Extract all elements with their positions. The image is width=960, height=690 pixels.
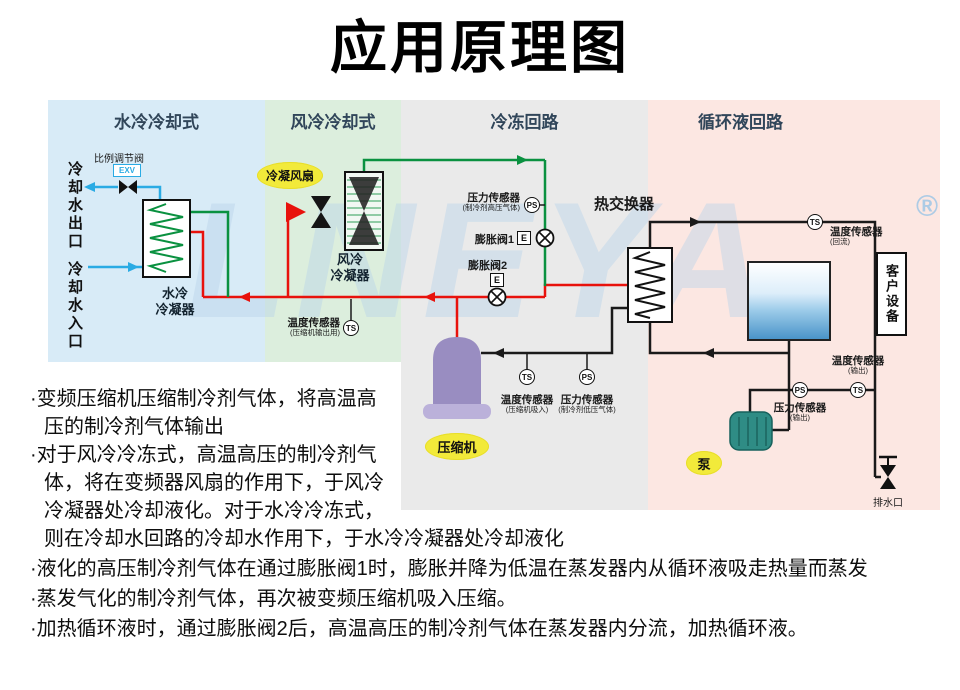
heat-exchanger-icon	[627, 247, 673, 323]
return-temp-sensor-label: 温度传感器 (回流)	[830, 226, 883, 247]
outlet-pressure-sensor-label: 压力传感器 (输出)	[773, 402, 827, 423]
high-pressure-sensor-badge: PS	[524, 197, 540, 213]
outlet-temp-sensor-label: 温度传感器 (输出)	[831, 355, 885, 376]
outlet-temp-sensor-badge: TS	[850, 382, 866, 398]
note-line: 则在冷却水回路的冷却水作用下，于水冷冷凝器处冷却液化	[44, 528, 564, 550]
drain-label: 排水口	[873, 498, 903, 509]
circulation-pipes	[648, 220, 881, 479]
condenser-fan-label: 冷凝风扇	[257, 162, 323, 189]
registered-trademark-icon: ®	[916, 190, 939, 223]
panel-title-air-cooled: 风冷冷却式	[290, 113, 376, 132]
suction-pipe	[481, 306, 628, 355]
note-line: 压的制冷剂气体输出	[44, 416, 224, 438]
water-outlet-arrow-icon	[84, 182, 95, 192]
expansion-valve-2-label: 膨胀阀2	[468, 260, 508, 272]
cooling-water-outlet-label: 冷却水出口	[66, 161, 83, 251]
note-line: 体，将在变频器风扇的作用下，于风冷	[44, 472, 384, 494]
return-temp-sensor-badge: TS	[807, 214, 823, 230]
water-condenser-icon	[142, 199, 191, 278]
low-pressure-sensor-label: 压力传感器 (制冷剂低压气体)	[558, 394, 616, 415]
compressor-label: 压缩机	[425, 433, 489, 460]
expansion-valve-2-driver-tag: E	[490, 273, 504, 287]
pump-icon	[729, 411, 773, 451]
suction-arrow-icon	[493, 348, 504, 358]
pump-label: 泵	[686, 451, 722, 475]
heat-exchanger-label: 热交换器	[594, 196, 655, 213]
compressor-icon	[423, 337, 491, 419]
note-line: ·加热循环液时，通过膨胀阀2后，高温高压的制冷剂气体在蒸发器内分流，加热循环液。	[30, 618, 808, 640]
cooling-water-inlet-label: 冷却水入口	[66, 261, 83, 351]
exv-valve-icon	[119, 180, 137, 194]
low-pressure-sensor-badge: PS	[579, 369, 595, 385]
note-line: ·液化的高压制冷剂气体在通过膨胀阀1时，膨胀并降为低温在蒸发器内从循环液吸走热量…	[30, 558, 868, 580]
proportional-valve-label: 比例调节阀	[94, 154, 144, 165]
page-title: 应用原理图	[330, 16, 630, 80]
exv-valve-tag: EXV	[113, 164, 141, 177]
liquid-refrigerant-pipes	[190, 158, 547, 297]
liquid-line-arrow-icon	[517, 155, 528, 165]
fan-inlet-arrow-icon	[286, 202, 306, 222]
discharge-temp-sensor-label: 温度传感器 (压缩机输出用)	[287, 317, 341, 338]
circulation-arrow-top-icon	[690, 217, 701, 227]
air-condenser-icon	[344, 171, 384, 251]
water-condenser-label: 水冷 冷凝器	[155, 286, 195, 318]
drain-valve-icon	[879, 455, 897, 489]
condenser-fan-icon	[311, 196, 331, 228]
note-line: 冷凝器处冷却液化。对于水冷冷冻式，	[44, 500, 384, 522]
customer-equipment-box: 客户设备	[876, 252, 907, 336]
note-line: ·蒸发气化的制冷剂气体，再次被变频压缩机吸入压缩。	[30, 588, 517, 610]
outlet-pressure-sensor-badge: PS	[792, 382, 808, 398]
hot-gas-pipes	[190, 212, 628, 340]
expansion-valve-1-icon	[535, 228, 555, 248]
circulation-arrow-bottom-icon	[703, 348, 714, 358]
discharge-temp-sensor-badge: TS	[343, 320, 359, 336]
expansion-valve-1-driver-tag: E	[517, 231, 531, 245]
liquid-tank-icon	[747, 261, 831, 341]
panel-title-water-cooled: 水冷冷却式	[114, 113, 199, 132]
hot-gas-arrow2-icon	[239, 292, 250, 302]
high-pressure-sensor-label: 压力传感器 (制冷剂高压气体)	[462, 192, 521, 213]
air-condenser-label: 风冷 冷凝器	[330, 252, 370, 284]
panel-title-refrigeration: 冷冻回路	[490, 113, 559, 132]
suction-temp-sensor-badge: TS	[519, 369, 535, 385]
expansion-valve-1-label: 膨胀阀1	[474, 234, 514, 246]
expansion-valve-2-icon	[487, 287, 507, 307]
note-line: ·对于风冷冷冻式，高温高压的制冷剂气	[30, 444, 377, 466]
panel-title-circulation: 循环液回路	[698, 113, 783, 132]
hot-gas-arrow-icon	[424, 292, 435, 302]
note-line: ·变频压缩机压缩制冷剂气体，将高温高	[30, 388, 377, 410]
suction-temp-sensor-label: 温度传感器 (压缩机吸入)	[500, 394, 554, 415]
water-inlet-arrow-icon	[128, 262, 139, 272]
